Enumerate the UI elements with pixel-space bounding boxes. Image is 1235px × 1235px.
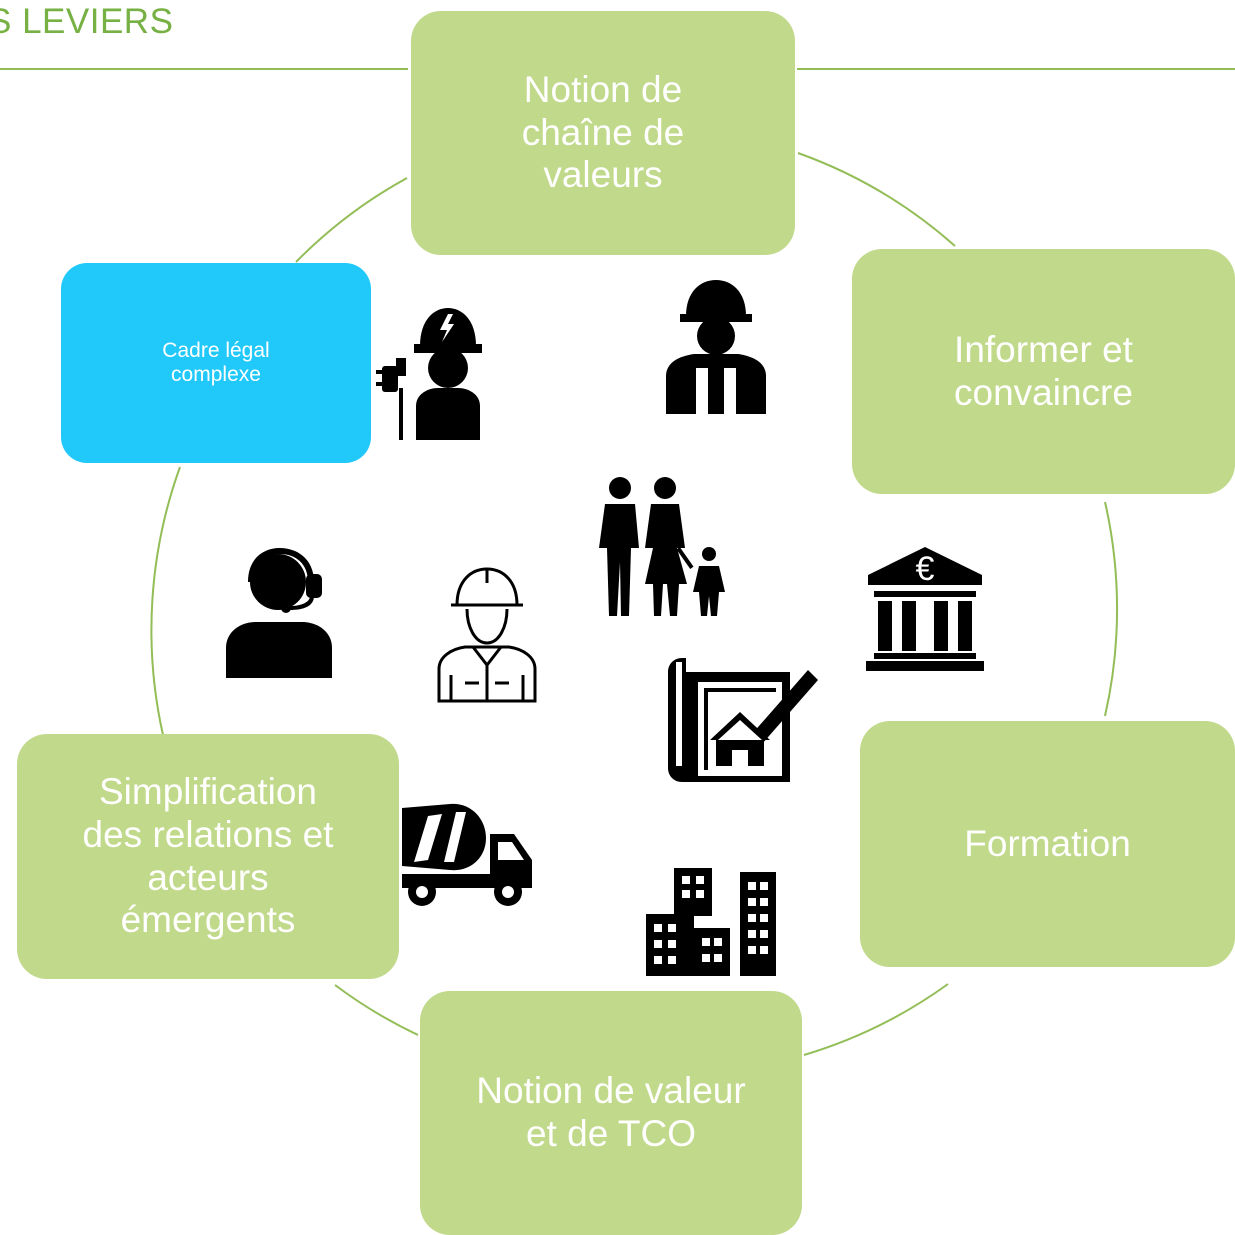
node-label: Formation <box>964 822 1131 864</box>
worker-outline-icon <box>437 567 537 703</box>
call-center-agent-icon <box>226 548 332 678</box>
bank-euro-icon: € <box>866 547 984 671</box>
page-title: S LEVIERS <box>0 2 174 41</box>
concrete-mixer-truck-icon <box>402 803 532 906</box>
node-simplification: Simplification des relations et acteurs … <box>17 734 399 979</box>
node-valeur-et-tco: Notion de valeur et de TCO <box>420 991 802 1235</box>
node-formation: Formation <box>860 721 1235 967</box>
node-label: Notion de chaîne de valeurs <box>521 68 685 196</box>
family-icon <box>599 477 725 616</box>
construction-worker-icon <box>666 280 766 414</box>
node-cadre-legal: Cadre légal complexe <box>61 263 371 463</box>
node-label: Simplification des relations et acteurs … <box>82 770 334 941</box>
electrician-worker-icon <box>376 308 482 440</box>
house-blueprint-icon <box>668 658 818 782</box>
node-informer-et-convaincre: Informer et convaincre <box>852 249 1235 494</box>
node-chaine-de-valeurs: Notion de chaîne de valeurs <box>411 11 795 255</box>
city-buildings-icon <box>646 868 776 976</box>
node-label: Informer et convaincre <box>954 328 1133 413</box>
node-label: Notion de valeur et de TCO <box>476 1070 746 1154</box>
euro-symbol: € <box>916 550 935 588</box>
node-label: Cadre légal complexe <box>162 338 270 386</box>
